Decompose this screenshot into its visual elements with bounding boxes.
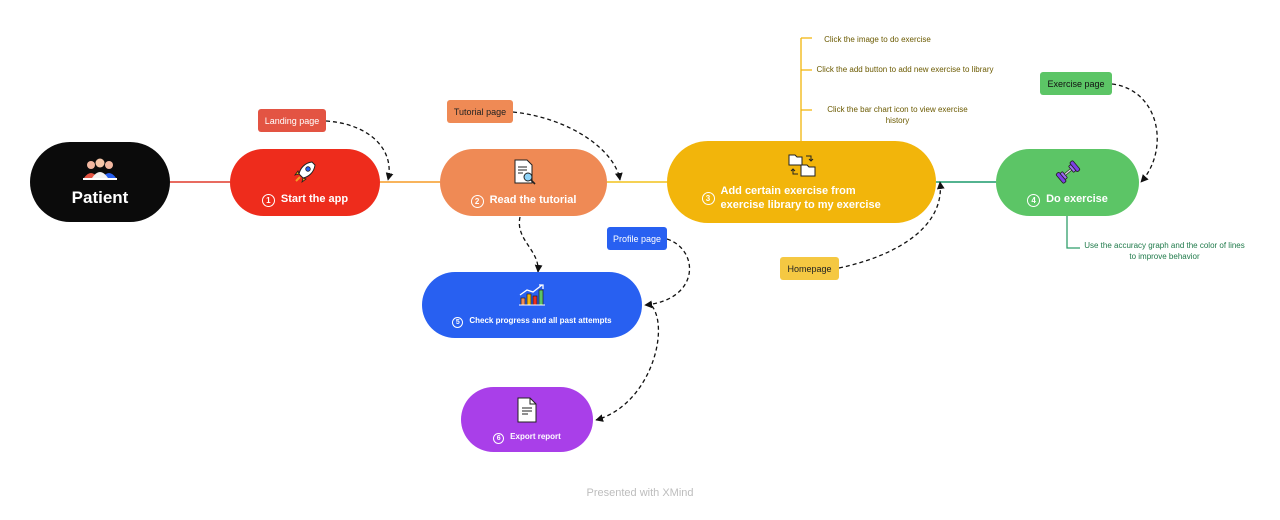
tutorial-page-tag[interactable]: Tutorial page — [447, 100, 513, 123]
start-app-node[interactable]: 1 Start the app — [230, 149, 380, 216]
report-document-icon — [517, 397, 537, 422]
note-accuracy: Use the accuracy graph and the color of … — [1084, 241, 1245, 261]
arrow-profile — [644, 238, 691, 309]
step-number-badge: 5 — [452, 317, 464, 328]
homepage-tag[interactable]: Homepage — [780, 257, 839, 280]
do-exercise-label-row: 4 Do exercise — [1027, 193, 1108, 207]
document-search-icon — [514, 159, 536, 185]
add-exercise-label: Add certain exercise from exercise libra… — [720, 185, 881, 211]
add-exercise-label-row: 3 Add certain exercise from exercise lib… — [701, 184, 902, 212]
note-click-image: Click the image to do exercise — [824, 35, 931, 44]
landing-page-tag[interactable]: Landing page — [258, 109, 326, 132]
read-tutorial-label-row: 2 Read the tutorial — [470, 193, 577, 208]
start-app-label: Start the app — [280, 192, 349, 205]
check-progress-label: Check progress and all past attempts — [469, 316, 612, 325]
start-app-label-row: 1 Start the app — [261, 192, 349, 207]
rocket-icon — [294, 160, 316, 183]
check-progress-node[interactable]: 5 Check progress and all past attempts — [422, 272, 642, 338]
note-click-chart: Click the bar chart icon to view exercis… — [827, 105, 968, 125]
step-number-badge: 1 — [261, 193, 275, 207]
bar-chart-icon — [519, 284, 545, 306]
patient-node[interactable]: Patient — [30, 142, 170, 222]
read-tutorial-node[interactable]: 2 Read the tutorial — [440, 149, 607, 216]
arrow-tutorial-progress — [518, 216, 543, 273]
dumbbell-icon — [1055, 160, 1080, 183]
export-report-node[interactable]: 6 Export report — [461, 387, 593, 452]
check-progress-label-row: 5 Check progress and all past attempts — [452, 316, 612, 328]
arrow-tutorial — [512, 111, 623, 181]
exercise-page-tag[interactable]: Exercise page — [1040, 72, 1112, 95]
export-report-label-row: 6 Export report — [493, 432, 561, 444]
do-exercise-label: Do exercise — [1046, 192, 1108, 205]
do-exercise-node[interactable]: 4 Do exercise — [996, 149, 1139, 216]
step-number-badge: 2 — [470, 194, 484, 208]
bracket-do-note — [1066, 216, 1080, 249]
step-number-badge: 4 — [1027, 193, 1041, 207]
profile-page-tag[interactable]: Profile page — [607, 227, 667, 250]
users-icon — [83, 158, 117, 180]
step-number-badge: 3 — [701, 192, 715, 205]
footer-credit: Presented with XMind — [586, 487, 694, 499]
step-number-badge: 6 — [493, 432, 505, 444]
arrow-exercise — [1111, 83, 1158, 183]
export-report-label: Export report — [510, 431, 561, 441]
patient-label: Patient — [71, 188, 129, 207]
read-tutorial-label: Read the tutorial — [489, 193, 577, 206]
add-exercise-node[interactable]: 3 Add certain exercise from exercise lib… — [667, 141, 936, 223]
bracket-add-notes — [800, 37, 812, 141]
note-click-add: Click the add button to add new exercise… — [816, 65, 994, 74]
folders-swap-icon — [788, 154, 815, 177]
